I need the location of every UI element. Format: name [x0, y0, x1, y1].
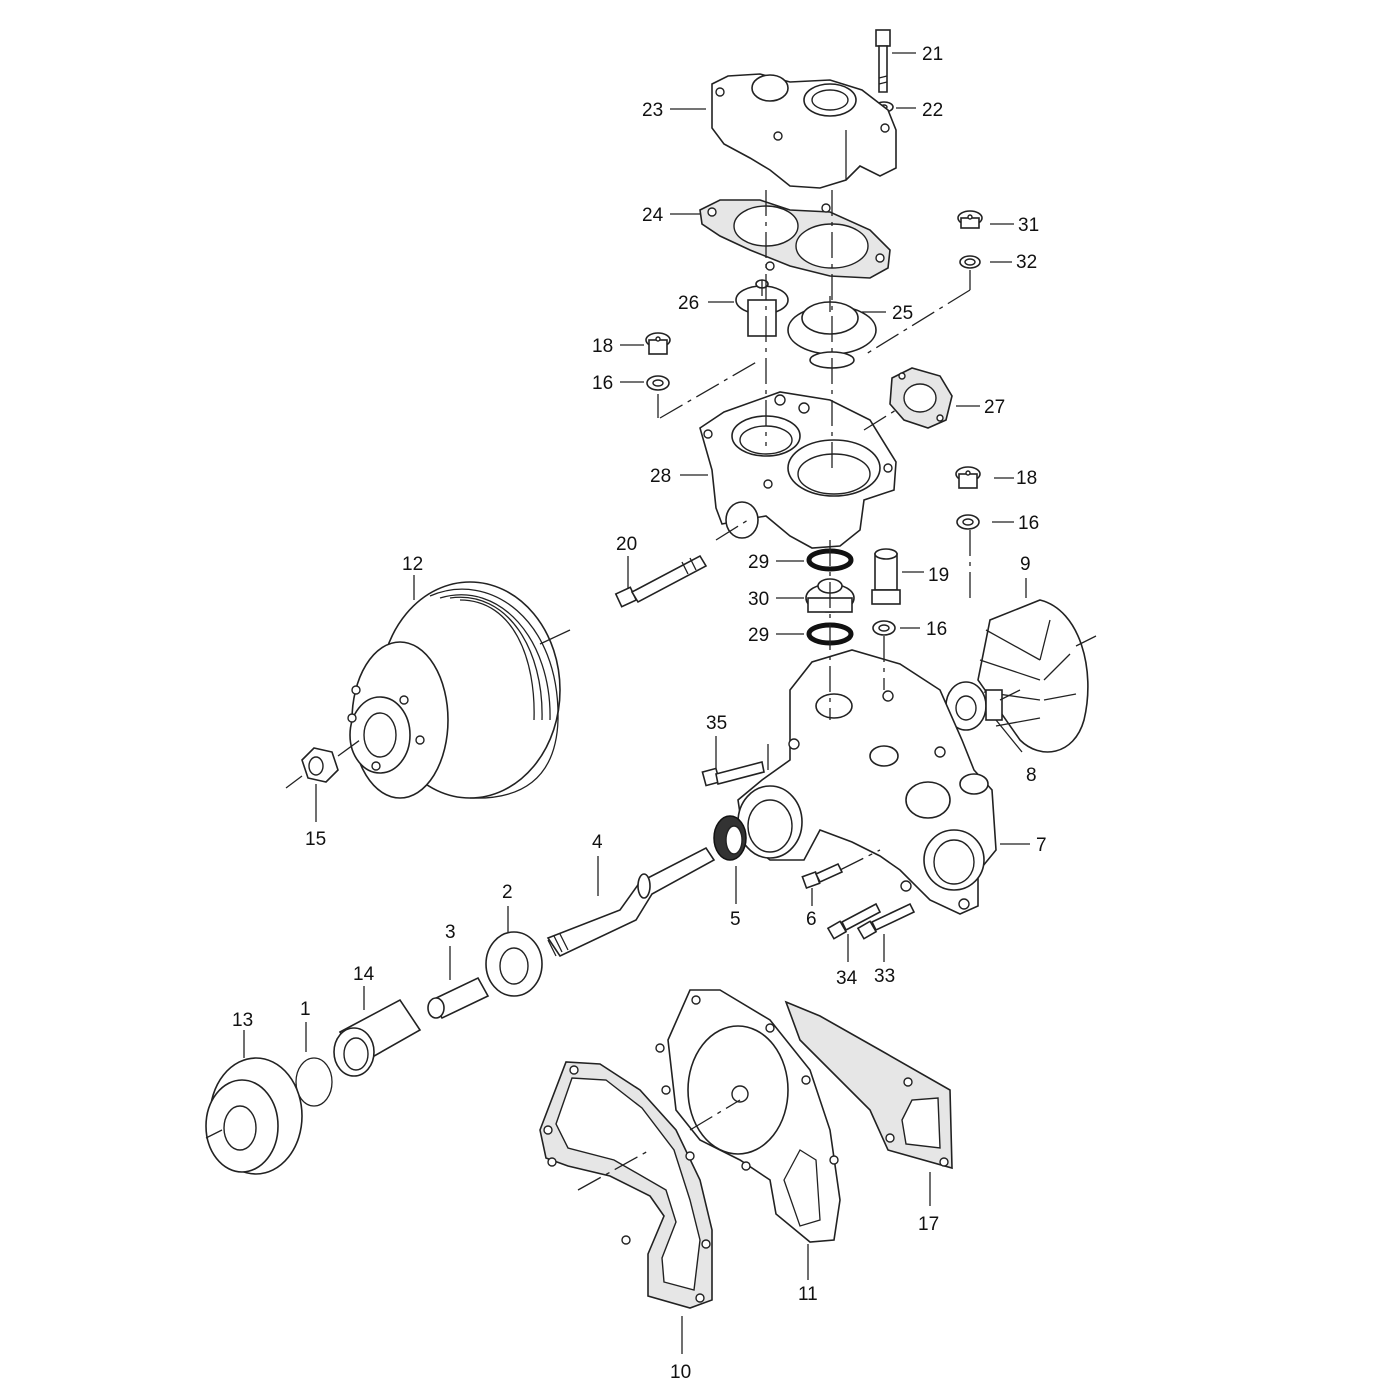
seal-ring-5	[713, 815, 747, 861]
gasket-17	[784, 1000, 953, 1170]
thermostat-housing-28	[699, 391, 897, 549]
sensor-19	[871, 548, 901, 605]
washer-16-left	[646, 375, 670, 391]
callout-20: 20	[616, 534, 637, 555]
callout-17: 17	[918, 1214, 939, 1235]
bolt-33	[856, 902, 916, 940]
callout-16-right: 16	[1018, 513, 1039, 534]
gasket-27	[889, 367, 953, 429]
callout-33: 33	[874, 966, 895, 987]
callout-25: 25	[892, 303, 913, 324]
cover-plate-11	[655, 989, 841, 1243]
callout-30: 30	[748, 589, 769, 610]
callout-26: 26	[678, 293, 699, 314]
thermostat-26	[735, 279, 789, 337]
bearing-2	[485, 931, 543, 997]
callout-18-left: 18	[592, 336, 613, 357]
bearing-13	[205, 1057, 303, 1175]
assembly-axes	[337, 190, 1021, 1191]
callout-2: 2	[502, 882, 513, 903]
callout-3: 3	[445, 922, 456, 943]
washer-32	[959, 255, 981, 269]
bolt-20	[614, 554, 708, 608]
sleeve-3	[427, 976, 490, 1020]
callout-12: 12	[402, 554, 423, 575]
callout-29-upper: 29	[748, 552, 769, 573]
shaft-4	[546, 846, 716, 958]
callout-32: 32	[1016, 252, 1037, 273]
callout-10: 10	[670, 1362, 691, 1383]
callout-16-lower: 16	[926, 619, 947, 640]
callout-13: 13	[232, 1010, 253, 1031]
callout-16-left: 16	[592, 373, 613, 394]
callout-24: 24	[642, 205, 664, 226]
callout-6: 6	[806, 909, 817, 930]
pump-housing-7	[737, 649, 997, 915]
callout-4: 4	[592, 832, 603, 853]
washer-16-lower	[872, 620, 896, 636]
callout-labels: 21 22 23 24 31 32 26 25 18 16 27 28 18 1…	[232, 44, 1047, 1383]
circlip-1	[295, 1057, 333, 1107]
callout-19: 19	[928, 565, 949, 586]
thermostat-cover-23	[711, 73, 897, 189]
callout-15: 15	[305, 829, 326, 850]
impeller-9	[977, 599, 1097, 753]
callout-9: 9	[1020, 554, 1031, 575]
callout-28: 28	[650, 466, 671, 487]
seal-8	[945, 681, 1003, 731]
callout-21: 21	[922, 44, 943, 65]
callout-18-right: 18	[1016, 468, 1037, 489]
pulley-12	[347, 581, 571, 799]
callout-14: 14	[353, 964, 375, 985]
plug-18-right	[955, 466, 981, 489]
callout-23: 23	[642, 100, 663, 121]
bolt-34	[826, 902, 882, 940]
callout-8: 8	[1026, 765, 1037, 786]
callout-7: 7	[1036, 835, 1047, 856]
washer-16-right	[956, 514, 980, 530]
plug-31	[957, 210, 983, 229]
spacer-14	[333, 998, 422, 1077]
bolt-35	[701, 761, 765, 787]
nut-15	[285, 747, 339, 789]
plug-18-left	[645, 332, 671, 355]
bolt-6	[801, 862, 844, 890]
gasket-10	[539, 1061, 713, 1309]
callout-34: 34	[836, 968, 858, 989]
gasket-24	[699, 199, 891, 279]
callout-27: 27	[984, 397, 1005, 418]
callout-11: 11	[798, 1284, 818, 1305]
callout-31: 31	[1018, 215, 1039, 236]
callout-5: 5	[730, 909, 741, 930]
callout-22: 22	[922, 100, 943, 121]
leader-lines	[243, 52, 1030, 1354]
callout-35: 35	[706, 713, 727, 734]
callout-1: 1	[300, 999, 311, 1020]
bolt-21	[875, 29, 891, 93]
callout-29-lower: 29	[748, 625, 769, 646]
